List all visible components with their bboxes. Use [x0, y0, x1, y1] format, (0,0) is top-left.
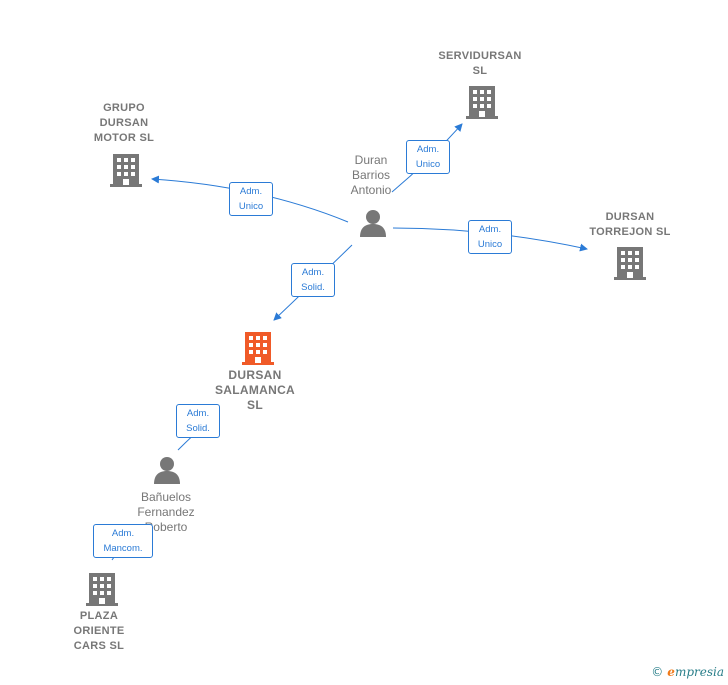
- brand-watermark: ©empresia: [651, 665, 724, 679]
- edge-label-adm-solid[interactable]: Adm. Solid.: [176, 404, 220, 438]
- building-icon[interactable]: [614, 245, 646, 281]
- copyright-symbol: ©: [651, 665, 664, 679]
- edge-label-adm-unico[interactable]: Adm. Unico: [406, 140, 450, 174]
- brand-logo-initial: e: [667, 665, 675, 679]
- node-label-grupo-dursan: GRUPO DURSAN MOTOR SL: [93, 102, 155, 144]
- brand-logo-text: mpresia: [674, 665, 724, 679]
- edge-label-adm-unico[interactable]: Adm. Unico: [468, 220, 512, 254]
- building-icon[interactable]: [466, 84, 498, 120]
- edge-label-adm-mancom[interactable]: Adm. Mancom.: [93, 524, 153, 558]
- building-icon[interactable]: [242, 330, 274, 366]
- node-label-duran-barrios: Duran Barrios Antonio: [350, 153, 392, 197]
- building-icon[interactable]: [86, 571, 118, 607]
- node-label-dursan-salamanca: DURSAN SALAMANCA SL: [214, 368, 296, 412]
- node-label-servidursan: SERVIDURSAN SL: [438, 50, 522, 77]
- person-icon[interactable]: [358, 208, 388, 238]
- edge-label-adm-solid[interactable]: Adm. Solid.: [291, 263, 335, 297]
- person-icon[interactable]: [152, 455, 182, 485]
- building-icon[interactable]: [110, 152, 142, 188]
- node-label-banuelos: Bañuelos Fernandez Roberto: [137, 490, 195, 534]
- edge-label-adm-unico[interactable]: Adm. Unico: [229, 182, 273, 216]
- node-label-plaza-oriente: PLAZA ORIENTE CARS SL: [73, 610, 125, 652]
- node-label-dursan-torrejon: DURSAN TORREJON SL: [589, 211, 671, 238]
